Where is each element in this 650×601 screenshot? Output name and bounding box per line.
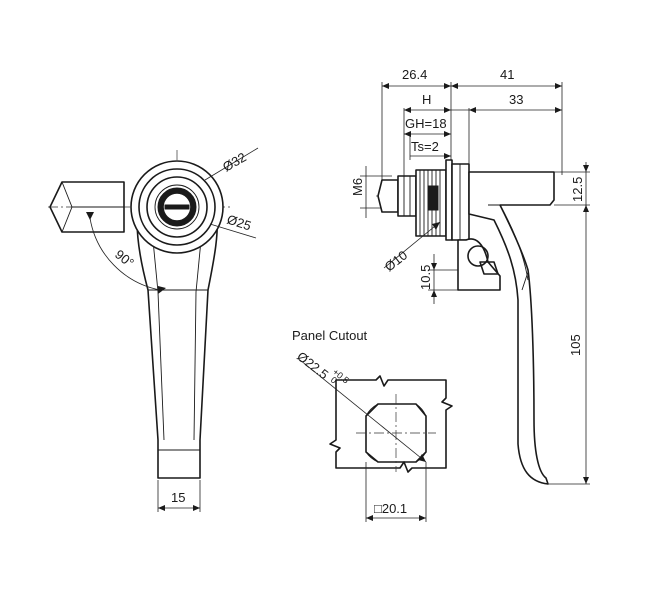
dim-41-arrow-right-icon [555,83,562,89]
dim-105-arrow-top-icon [583,205,589,212]
dim-ts-label: Ts=2 [411,139,439,154]
side-view: 26.4 41 H 33 GH=18 Ts=2 M6 [350,67,590,485]
d25-label: Ø25 [225,212,253,234]
head-ring-2 [138,168,216,246]
bracket-pin [467,245,489,267]
d25-leader [209,223,257,239]
dim-41-arrow-left-icon [451,83,458,89]
d22-tol-lower: 0 [329,375,339,386]
dim-ts-arrow-right-icon [444,153,451,159]
angle-arc [89,217,161,291]
panel-outline [329,375,453,473]
dim-gh-arrow-right-icon [444,131,451,137]
dim-10-5-arrow-top-icon [431,263,437,270]
cam-bar [377,179,399,213]
sq-label: □20.1 [374,501,407,516]
cutout-round-bottom-left [365,451,379,463]
dim-gh-label: GH=18 [405,116,447,131]
dim-26-arrow-left-icon [382,83,389,89]
dim-33-arrow-right-icon [555,107,562,113]
angle-arrow-start-icon [86,212,94,220]
w15-arrow-left-icon [158,505,165,511]
dim-105-label: 105 [568,334,583,356]
head-flange [451,163,470,241]
d10-leader [383,221,441,269]
key-slot [164,204,190,210]
dim-h-arrow-right-icon [444,107,451,113]
sq-arrow-left-icon [366,515,373,521]
handle-inner-edge-right [193,229,203,441]
dim-h-label: H [422,92,431,107]
panel-cutout-view: Panel Cutout Ø22.5 +0.5 0 □20.1 [292,328,453,522]
handle-side-grip [521,271,529,291]
w15-label: 15 [171,490,185,505]
d10-arrow-icon [432,222,440,230]
shaft-dark-band [427,185,439,211]
dim-10-5-arrow-bottom-icon [431,290,437,297]
dim-33-arrow-left-icon [469,107,476,113]
washer [445,159,453,241]
dim-26-arrow-right-icon [444,83,451,89]
dim-gh-arrow-left-icon [404,131,411,137]
angle-arrow-end-icon [158,286,166,294]
lock-cylinder-ring [154,184,200,230]
bracket-tab [479,261,499,275]
d10-label: Ø10 [382,247,411,274]
cam-line-top [61,181,73,208]
d22-label: Ø22.5 [294,349,331,383]
dim-105-arrow-bottom-icon [583,477,589,484]
d22-leader [299,359,427,463]
handle-side [468,171,555,485]
handle-side-inner [499,204,529,281]
dim-12-5-label: 12.5 [570,177,585,202]
sq-arrow-right-icon [419,515,426,521]
dim-12-5-arrow-top-icon [583,165,589,172]
dim-26-4-label: 26.4 [402,67,427,82]
front-view: 90° Ø32 Ø25 15 [48,147,259,512]
d22-arrow-icon [418,454,426,462]
dim-m6-label: M6 [350,178,365,196]
nut-block [397,175,417,217]
d32-label: Ø32 [220,149,249,174]
dim-33-label: 33 [509,92,523,107]
dim-41-label: 41 [500,67,514,82]
cutout-title: Panel Cutout [292,328,368,343]
d32-leader [204,147,259,181]
head-ring-3 [146,176,208,238]
cutout-round-top-right [415,403,427,417]
cam-plate [49,181,125,233]
dim-h-arrow-left-icon [404,107,411,113]
cam-line-bottom [61,206,73,233]
cutout-round-top-left [365,403,379,417]
dim-10-5-label: 10.5 [418,265,433,290]
w15-arrow-right-icon [193,505,200,511]
